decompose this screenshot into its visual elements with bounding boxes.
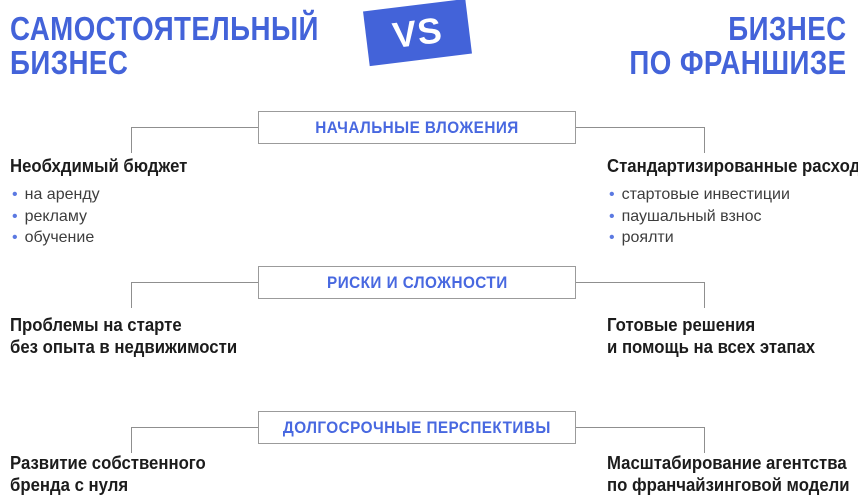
right-title-line-1: БИЗНЕС: [728, 10, 847, 47]
bullet-item: на аренду: [12, 184, 320, 206]
right-title-line-2: ПО ФРАНШИЗЕ: [629, 44, 847, 81]
heading-line-2: бренда с нуля: [10, 475, 129, 495]
heading-line-1: Развитие собственного: [10, 453, 206, 473]
bullet-list: на аренду рекламу обучение: [12, 184, 320, 249]
section2-left-item: Проблемы на старте без опыта в недвижимо…: [10, 314, 320, 358]
connector-line: [704, 127, 705, 153]
connector-line: [131, 127, 132, 153]
right-column-title: БИЗНЕС ПО ФРАНШИЗЕ: [630, 12, 847, 80]
heading-line-2: без опыта в недвижимости: [10, 337, 238, 357]
connector-line: [704, 427, 705, 453]
section-title-box-long-term: ДОЛГОСРОЧНЫЕ ПЕРСПЕКТИВЫ: [258, 411, 576, 444]
connector-line: [131, 427, 258, 428]
bullet-text: стартовые инвестиции: [621, 186, 790, 203]
section1-right-item: Стандартизированные расходы стартовые ин…: [607, 155, 858, 249]
left-title-line-2: БИЗНЕС: [10, 44, 129, 81]
bullet-item: паушальный взнос: [609, 206, 857, 228]
bullet-text: роялти: [621, 229, 674, 246]
bullet-list: стартовые инвестиции паушальный взнос ро…: [609, 184, 857, 249]
left-title-line-1: САМОСТОЯТЕЛЬНЫЙ: [10, 10, 319, 47]
bullet-text: на аренду: [24, 186, 100, 203]
bullet-text: паушальный взнос: [621, 207, 762, 225]
item-heading: Необхдимый бюджет: [10, 156, 188, 176]
connector-line: [576, 282, 705, 283]
heading-line-2: и помощь на всех этапах: [607, 337, 816, 357]
section-title-box-initial-investments: НАЧАЛЬНЫЕ ВЛОЖЕНИЯ: [258, 111, 576, 144]
heading-line-1: Масштабирование агентства: [607, 453, 847, 473]
heading-line-1: Готовые решения: [607, 315, 756, 335]
section-title: ДОЛГОСРОЧНЫЕ ПЕРСПЕКТИВЫ: [283, 417, 551, 437]
bullet-text: обучение: [24, 229, 95, 246]
bullet-item: роялти: [609, 227, 857, 249]
connector-line: [576, 127, 705, 128]
section-title: НАЧАЛЬНЫЕ ВЛОЖЕНИЯ: [315, 117, 519, 137]
left-column-title: САМОСТОЯТЕЛЬНЫЙ БИЗНЕС: [10, 12, 319, 80]
item-heading: Развитие собственного бренда с нуля: [10, 452, 298, 496]
section1-left-item: Необхдимый бюджет на аренду рекламу обуч…: [10, 155, 320, 249]
bullet-text: рекламу: [24, 207, 87, 225]
section3-left-item: Развитие собственного бренда с нуля: [10, 452, 320, 496]
connector-line: [131, 127, 258, 128]
vs-badge: VS: [363, 0, 472, 67]
connector-line: [131, 282, 132, 308]
heading-line-2: по франчайзинговой модели: [607, 475, 850, 495]
connector-line: [576, 427, 705, 428]
section3-right-item: Масштабирование агентства по франчайзинг…: [607, 452, 857, 496]
vs-label: VS: [390, 8, 445, 56]
section2-right-item: Готовые решения и помощь на всех этапах: [607, 314, 857, 358]
section-title-box-risks: РИСКИ И СЛОЖНОСТИ: [258, 266, 576, 299]
item-heading: Стандартизированные расходы: [607, 156, 858, 176]
item-heading: Готовые решения и помощь на всех этапах: [607, 314, 840, 358]
connector-line: [131, 282, 258, 283]
bullet-item: стартовые инвестиции: [609, 184, 857, 206]
item-heading: Масштабирование агентства по франчайзинг…: [607, 452, 850, 496]
heading-line-1: Проблемы на старте: [10, 315, 182, 335]
connector-line: [704, 282, 705, 308]
section-title: РИСКИ И СЛОЖНОСТИ: [326, 272, 508, 292]
item-heading: Проблемы на старте без опыта в недвижимо…: [10, 314, 298, 358]
connector-line: [131, 427, 132, 453]
bullet-item: обучение: [12, 227, 320, 249]
bullet-item: рекламу: [12, 206, 320, 228]
